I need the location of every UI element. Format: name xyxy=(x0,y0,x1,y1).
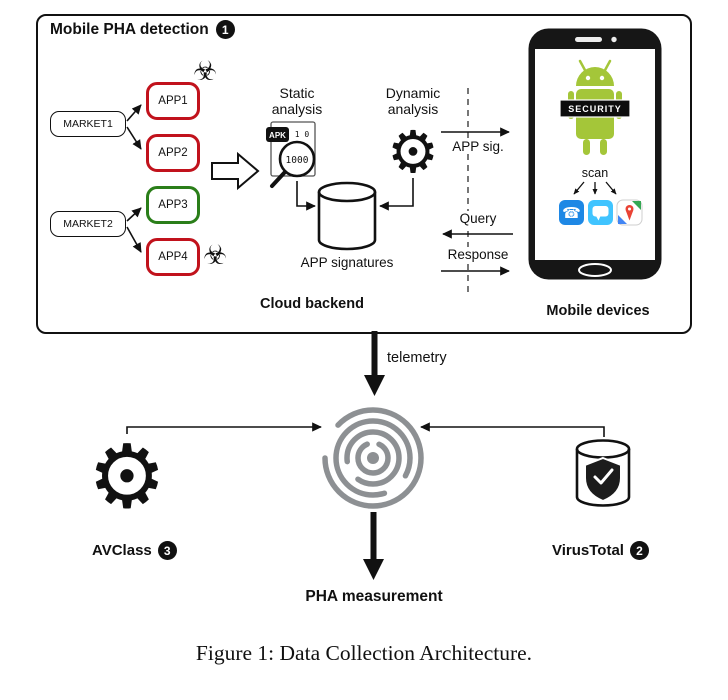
phone-speaker xyxy=(575,37,602,42)
robot-eye xyxy=(599,75,605,81)
dynamic-analysis-label: Dynamic analysis xyxy=(385,85,441,117)
phone-app-icon: ☎ xyxy=(559,200,584,225)
app2-node: APP2 xyxy=(146,134,200,172)
avclass-row: AVClass 3 xyxy=(92,541,177,560)
avclass-label: AVClass xyxy=(92,542,152,559)
telemetry-hub-icon xyxy=(322,407,424,509)
scan-arrows xyxy=(573,181,617,195)
figure-caption: Figure 1: Data Collection Architecture. xyxy=(195,641,533,665)
shield-icon xyxy=(584,456,622,503)
step-badge-3: 3 xyxy=(157,541,177,560)
home-button xyxy=(578,263,612,277)
app-signatures-label: APP signatures xyxy=(300,255,394,270)
virustotal-row: VirusTotal 2 xyxy=(552,541,649,560)
step-badge-1: 1 xyxy=(215,20,235,39)
app1-node: APP1 xyxy=(146,82,200,120)
market1-node: MARKET1 xyxy=(50,111,126,137)
telephone-glyph: ☎ xyxy=(562,204,581,222)
biohazard-icon: ☣ xyxy=(193,56,218,87)
market2-node: MARKET2 xyxy=(50,211,126,237)
virustotal-icon xyxy=(575,439,631,507)
avclass-gear-icon: ⚙ xyxy=(88,425,167,528)
static-analysis-label: Static analysis xyxy=(271,85,323,117)
app3-node: APP3 xyxy=(146,186,200,224)
step-badge-2: 2 xyxy=(629,541,649,560)
biohazard-icon: ☣ xyxy=(203,240,228,271)
smartphone-icon: SECURITY scan ☎ xyxy=(528,28,662,280)
response-label: Response xyxy=(436,247,520,262)
hub-connectors xyxy=(126,422,605,437)
security-label: SECURITY xyxy=(568,104,622,114)
app-sig-label: APP sig. xyxy=(441,139,515,154)
detection-box-header: Mobile PHA detection 1 xyxy=(50,20,235,39)
security-sign: SECURITY xyxy=(559,99,631,118)
scan-label: scan xyxy=(582,166,608,180)
phone-camera xyxy=(611,36,617,43)
robot-eye xyxy=(585,75,591,81)
query-label: Query xyxy=(441,211,515,226)
pha-arrow xyxy=(363,512,384,580)
pha-measurement-label: PHA measurement xyxy=(305,588,443,605)
cloud-backend-label: Cloud backend xyxy=(260,296,364,312)
android-antennae xyxy=(578,59,612,74)
telemetry-arrow xyxy=(364,331,385,396)
maps-app-icon xyxy=(616,199,643,226)
app4-node: APP4 xyxy=(146,238,200,276)
mobile-devices-label: Mobile devices xyxy=(546,303,650,319)
telemetry-label: telemetry xyxy=(387,350,447,366)
detection-box-title: Mobile PHA detection xyxy=(50,20,209,38)
mobile-pha-detection-box xyxy=(36,14,692,334)
virustotal-label: VirusTotal xyxy=(552,542,624,559)
messages-app-icon xyxy=(588,200,613,225)
